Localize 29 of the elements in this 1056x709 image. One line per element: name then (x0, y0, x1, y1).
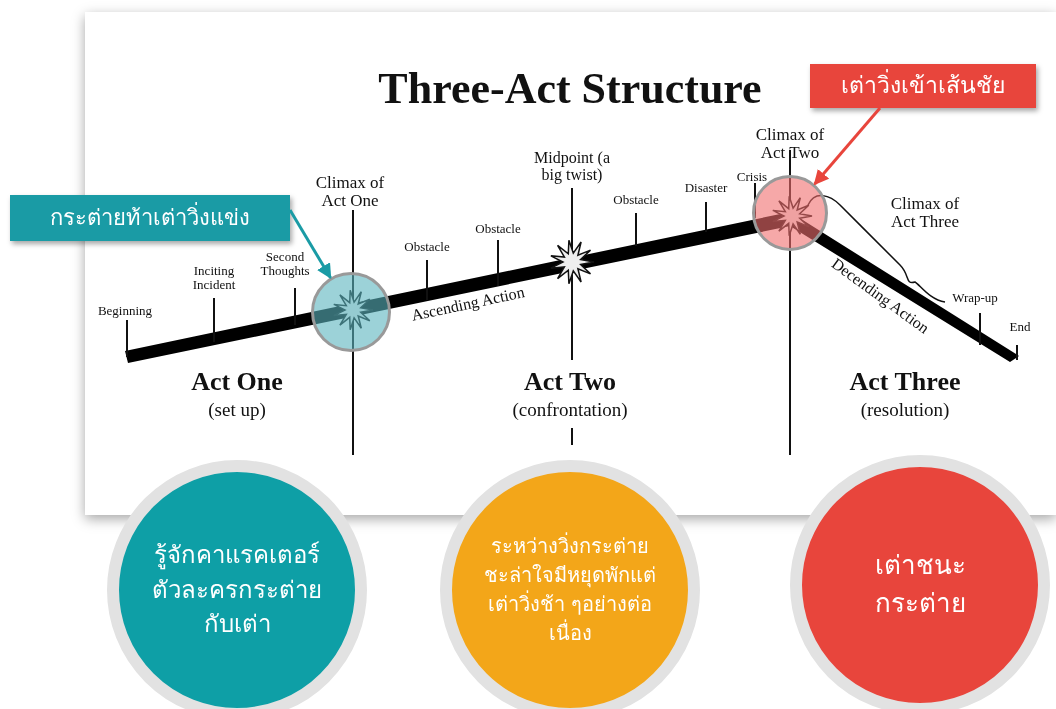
act-label: Act One (190, 368, 284, 396)
act-label: Act Two (522, 368, 618, 396)
story-circle: เต่าชนะกระต่าย (790, 455, 1050, 709)
plot-point-label: Climax of Act One (314, 174, 386, 210)
plot-point-label: Obstacle (612, 193, 660, 207)
plot-point-label: Obstacle (403, 240, 451, 254)
plot-point-label: Obstacle (474, 222, 522, 236)
callout-box: กระต่ายท้าเต่าวิ่งแข่ง (10, 195, 290, 241)
callout-box: เต่าวิ่งเข้าเส้นชัย (810, 64, 1036, 108)
plot-point-label: Climax of Act Three (889, 195, 961, 231)
arrow (288, 209, 332, 279)
section-label: Ascending Action (409, 284, 527, 325)
act-subtitle: (set up) (207, 400, 267, 420)
arrow (813, 107, 882, 186)
act-label: Act Three (848, 368, 962, 396)
act-subtitle: (confrontation) (511, 400, 629, 420)
plot-point-label: End (1008, 320, 1032, 334)
plot-point-label: Disaster (683, 181, 729, 195)
story-circle: รู้จักคาแรคเตอร์ตัวละครกระต่ายกับเต่า (107, 460, 367, 709)
plot-point-label: Wrap-up (951, 291, 999, 305)
plot-point-label: Beginning (96, 304, 154, 318)
diagram-title: Three-Act Structure (378, 66, 762, 113)
plot-point-label: Second Thoughts (259, 250, 311, 278)
plot-point-label: Crisis (735, 170, 769, 184)
act-subtitle: (resolution) (859, 400, 951, 420)
story-circle: ระหว่างวิ่งกระต่ายชะล่าใจมีหยุดพักแต่เต่าวิ่งช้า ๆอย่างต่อเนื่อง (440, 460, 700, 709)
plot-point-label: Inciting Incident (191, 264, 237, 292)
plot-point-label: Midpoint (a big twist) (533, 150, 611, 184)
plot-point-label: Climax of Act Two (754, 126, 826, 162)
